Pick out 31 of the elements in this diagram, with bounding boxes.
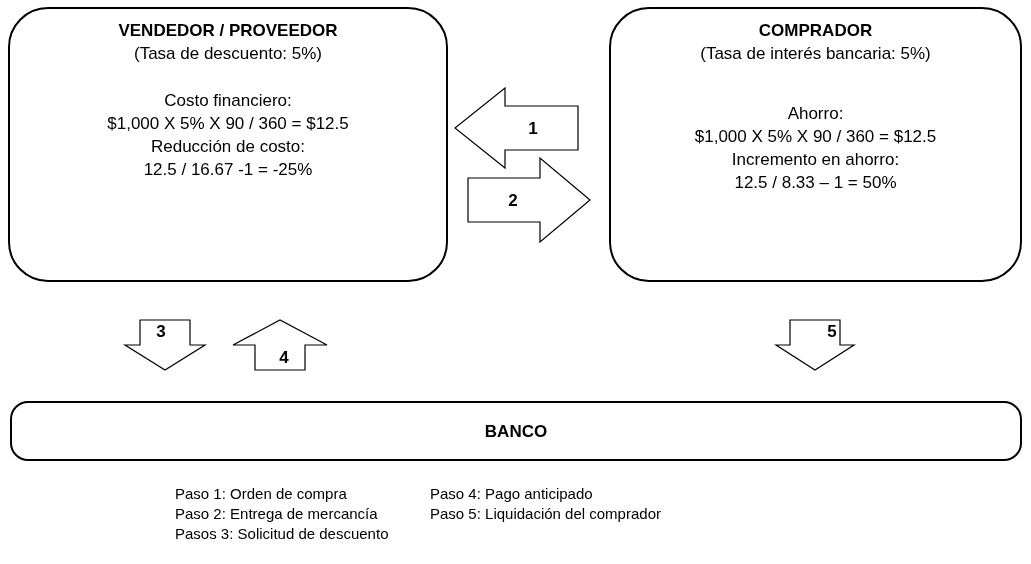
block-arrow — [454, 86, 579, 170]
rounded-box — [609, 7, 1022, 282]
box-text: Ahorro: — [787, 103, 844, 125]
box-text: $1,000 X 5% X 90 / 360 = $12.5 — [694, 126, 937, 148]
block-arrow — [122, 319, 208, 371]
step-number: 5 — [827, 322, 837, 340]
box-heading: VENDEDOR / PROVEEDOR — [118, 20, 338, 42]
step-note: Pasos 3: Solicitud de descuento — [175, 524, 390, 543]
step-number: 1 — [528, 119, 538, 137]
step-note: Paso 1: Orden de compra — [175, 484, 348, 503]
block-arrow — [773, 319, 857, 371]
step-number: 3 — [156, 322, 166, 340]
step-number: 2 — [508, 191, 518, 209]
box-text: Costo financiero: — [164, 90, 292, 112]
box-text: 12.5 / 8.33 – 1 = 50% — [734, 172, 897, 194]
box-text: (Tasa de descuento: 5%) — [133, 43, 323, 65]
block-arrow — [467, 156, 591, 244]
box-text: Reducción de costo: — [150, 136, 305, 158]
box-text: Incremento en ahorro: — [731, 149, 900, 171]
step-number: 4 — [279, 348, 289, 366]
rounded-box — [10, 401, 1022, 461]
box-heading: COMPRADOR — [758, 20, 873, 42]
box-text: 12.5 / 16.67 -1 = -25% — [143, 159, 313, 181]
box-heading: BANCO — [484, 420, 548, 443]
step-note: Paso 4: Pago anticipado — [430, 484, 594, 503]
rounded-box — [8, 7, 448, 282]
step-note: Paso 2: Entrega de mercancía — [175, 504, 379, 523]
step-note: Paso 5: Liquidación del comprador — [430, 504, 661, 523]
box-text: $1,000 X 5% X 90 / 360 = $12.5 — [107, 113, 349, 135]
block-arrow — [232, 319, 328, 371]
box-text: (Tasa de interés bancaria: 5%) — [700, 43, 931, 65]
